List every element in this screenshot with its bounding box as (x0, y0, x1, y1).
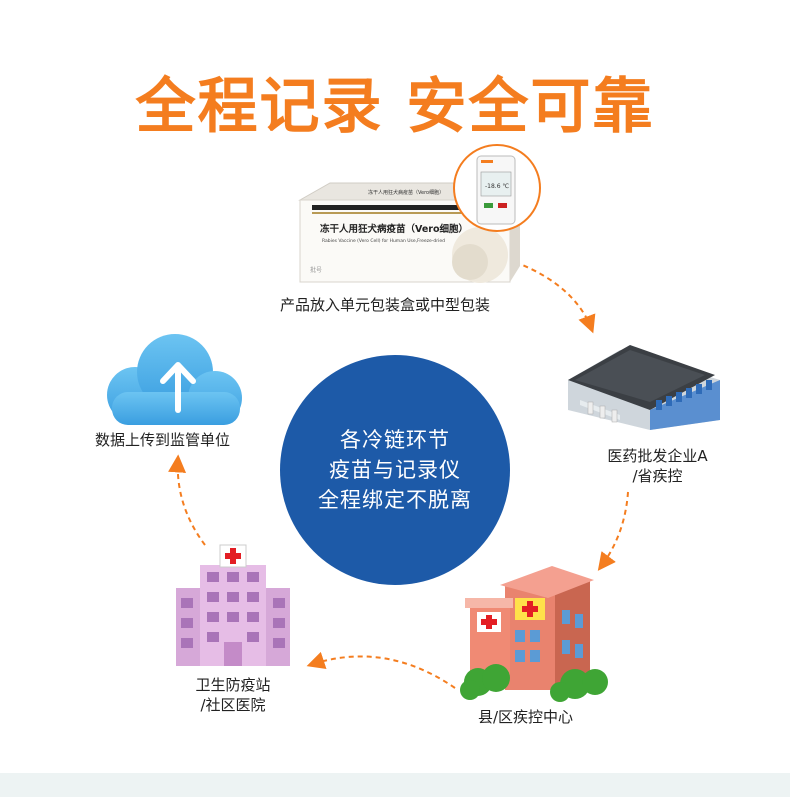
center-line-2: 疫苗与记录仪 (329, 458, 461, 482)
center-circle: 各冷链环节 疫苗与记录仪 全程绑定不脱离 (280, 355, 510, 585)
arrow-county-to-clinic (306, 651, 456, 689)
svg-text:-18.6 ℃: -18.6 ℃ (485, 183, 509, 190)
package-top-text: 冻干人用狂犬病疫苗（Vero细胞） (368, 189, 444, 196)
distributor-label-line2: /省疾控 (632, 467, 683, 485)
clinic-label-line2: /社区医院 (200, 696, 266, 714)
footer-band (0, 773, 790, 797)
cloud-upload-icon (107, 334, 242, 425)
office-building-icon (568, 345, 720, 430)
center-line-1: 各冷链环节 (340, 428, 450, 452)
center-line-3: 全程绑定不脱离 (318, 488, 472, 512)
package-subtitle: Rabies Vaccine (Vero Cell) for Human Use… (322, 238, 445, 244)
county-cdc-label: 县/区疾控中心 (478, 708, 574, 726)
hospital-icon (460, 566, 608, 702)
data-logger-icon: -18.6 ℃ (453, 144, 541, 232)
distributor-label-line1: 医药批发企业A (607, 447, 708, 465)
package-title: 冻干人用狂犬病疫苗（Vero细胞） (320, 223, 468, 235)
clinic-building-icon (176, 544, 290, 666)
arrow-product-to-distributor (514, 261, 596, 334)
product-label: 产品放入单元包装盒或中型包装 (280, 296, 491, 314)
upload-label: 数据上传到监管单位 (95, 431, 231, 449)
clinic-label-line1: 卫生防疫站 (195, 676, 271, 694)
svg-text:批号: 批号 (310, 266, 322, 274)
arrow-distributor-to-county (597, 491, 629, 571)
headline: 全程记录 安全可靠 (135, 72, 655, 142)
arrow-clinic-to-upload (168, 454, 206, 546)
distributor-label: 医药批发企业A /省疾控 (600, 446, 715, 486)
clinic-label: 卫生防疫站 /社区医院 (185, 675, 281, 715)
